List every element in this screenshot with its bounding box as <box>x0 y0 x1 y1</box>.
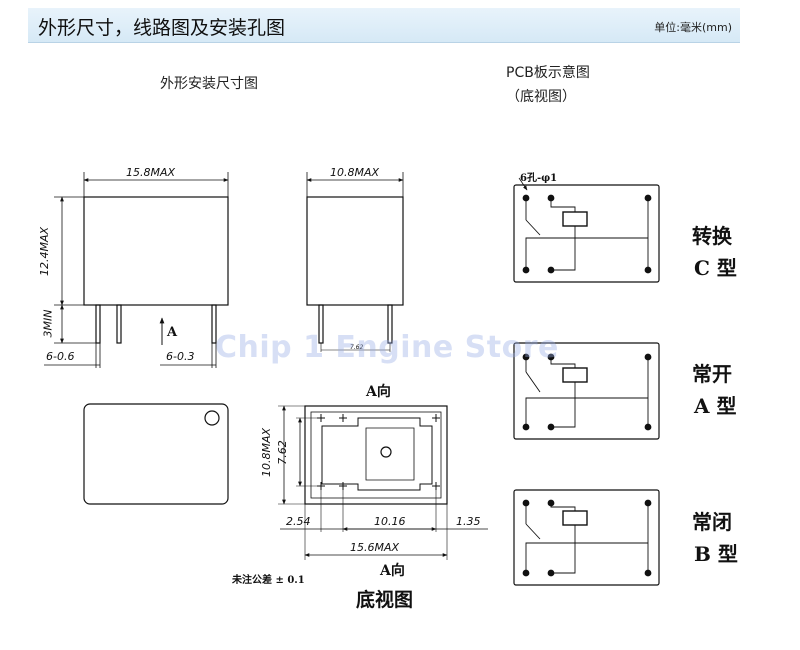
dim-bottom-width: 15.6MAX <box>350 541 400 554</box>
unit-label: 单位:毫米(mm) <box>654 21 732 34</box>
tolerance-note: 未注公差 ± 0.1 <box>232 575 305 586</box>
pcb-diagram-b <box>513 489 660 586</box>
dim-left-gap: 2.54 <box>286 515 311 528</box>
watermark: Chip 1 Engine Store <box>215 330 559 365</box>
pcb-diagram-a <box>513 342 660 440</box>
page-title: 外形尺寸，线路图及安装孔图 <box>38 17 286 39</box>
top-outline <box>83 403 229 505</box>
outline-title: 外形安装尺寸图 <box>160 76 258 92</box>
pcb-subtitle: （底视图） <box>506 89 576 105</box>
front-view <box>44 172 229 368</box>
type-a-line1: 常开 <box>692 362 732 386</box>
dim-side-small: 7.62 <box>350 344 364 351</box>
type-a-line2: A 型 <box>694 394 737 418</box>
bottom-view <box>278 405 488 560</box>
dim-bottom-height: 10.8MAX <box>260 427 274 478</box>
pcb-title: PCB板示意图 <box>506 65 590 81</box>
dim-pin-pitch-h: 10.16 <box>374 515 406 528</box>
dim-bottom-pitch-v: 7.62 <box>275 440 289 465</box>
dim-height: 12.4MAX <box>38 226 52 277</box>
dim-front-width: 15.8MAX <box>126 166 176 179</box>
dim-pin-left: 6-0.6 <box>46 350 75 363</box>
type-b-line2: B 型 <box>694 542 738 566</box>
type-c-line1: 转换 <box>692 224 732 248</box>
side-view <box>306 172 404 352</box>
dim-pin-right: 6-0.3 <box>166 350 195 363</box>
pcb-holes-label: 6孔-φ1 <box>520 173 558 184</box>
header-bar: 外形尺寸，线路图及安装孔图 单位:毫米(mm) <box>28 8 740 43</box>
bottom-view-caption: 底视图 <box>356 589 414 611</box>
type-c-line2: C 型 <box>694 256 737 280</box>
dim-side-width: 10.8MAX <box>330 166 380 179</box>
arrow-a-label: A <box>167 325 178 340</box>
pcb-diagram-c <box>513 177 660 283</box>
bottom-view-a-label: A向 <box>380 563 405 579</box>
type-b-line1: 常闭 <box>692 510 732 534</box>
bottom-view-title: A向 <box>366 384 391 400</box>
dim-pin-length: 3MIN <box>41 309 55 338</box>
dim-right-gap: 1.35 <box>456 515 481 528</box>
